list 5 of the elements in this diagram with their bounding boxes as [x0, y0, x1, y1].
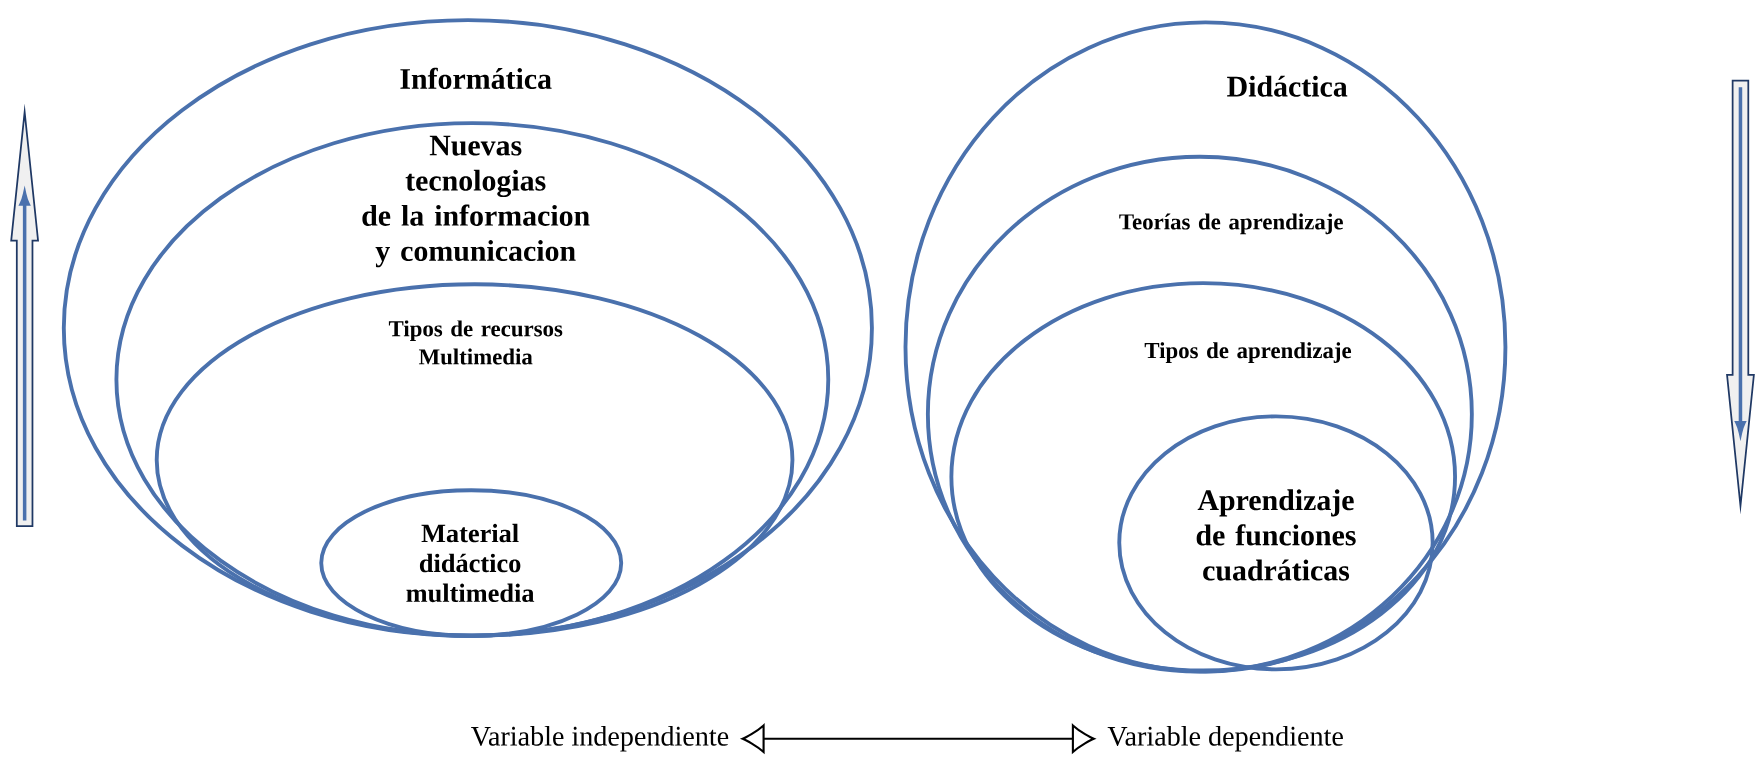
variable-label: Variable independiente [471, 726, 729, 752]
ellipse-region: Aprendizaje de funciones cuadráticas [1117, 414, 1435, 672]
double-arrow [741, 724, 1095, 754]
variable-label: Variable dependiente [1107, 726, 1343, 752]
ellipse-region: Material didáctico multimedia [319, 488, 624, 638]
